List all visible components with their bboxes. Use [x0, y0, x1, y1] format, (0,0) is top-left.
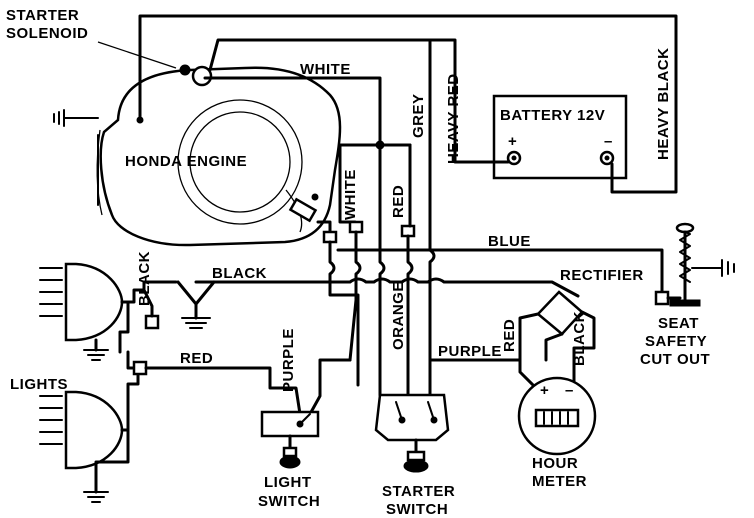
honda-engine: HONDA ENGINE: [96, 66, 342, 247]
hour-meter-label: HOUR METER: [532, 455, 587, 490]
starter-switch-label: STARTER SWITCH: [382, 483, 460, 518]
heavy-black-wire: HEAVY BLACK: [138, 14, 678, 194]
purple-right-label: PURPLE: [438, 343, 502, 360]
red-lamp-label: RED: [180, 350, 213, 367]
starter-solenoid: STARTER SOLENOID: [6, 7, 213, 87]
battery: BATTERY 12V + –: [492, 94, 628, 180]
grey-label: GREY: [410, 93, 427, 138]
upper-lamp: BLACK: [39, 251, 178, 361]
purple-left-wire: PURPLE: [280, 328, 352, 416]
grey-wire: GREY: [410, 38, 432, 252]
white-top-label: WHITE: [300, 61, 351, 78]
purple-left-label: PURPLE: [280, 328, 297, 392]
lights: LIGHTS BLACK: [10, 251, 178, 503]
purple-right-wire: PURPLE: [428, 343, 542, 394]
orange-label: ORANGE: [390, 281, 407, 350]
lights-label: LIGHTS: [10, 376, 68, 393]
hour-meter-minus-label: –: [565, 382, 574, 399]
engine-label: HONDA ENGINE: [125, 153, 247, 170]
red-engine-label: RED: [390, 185, 407, 218]
blue-label: BLUE: [488, 233, 531, 250]
center-ground: [176, 280, 216, 329]
white-top-wire: WHITE: [203, 61, 382, 142]
black-label: BLACK: [212, 265, 267, 282]
light-switch-label: LIGHT SWITCH: [258, 474, 320, 510]
engine-ground-left: [53, 109, 99, 127]
red-rectifier-label: RED: [501, 319, 518, 352]
battery-label: BATTERY 12V: [500, 107, 605, 124]
hour-meter-plus-label: +: [540, 382, 549, 399]
rectifier: RECTIFIER RED BLACK: [501, 267, 644, 384]
black-lamp-label: BLACK: [136, 251, 153, 306]
seat-safety-label: SEAT SAFETY CUT OUT: [640, 315, 712, 368]
heavy-black-label: HEAVY BLACK: [655, 48, 672, 160]
light-switch: LIGHT SWITCH: [258, 410, 320, 510]
seat-safety-cutout: SEAT SAFETY CUT OUT: [640, 222, 735, 368]
heavy-red-wire: HEAVY RED: [208, 38, 510, 164]
white-engine-label: WHITE: [342, 169, 359, 220]
lower-lamp: [39, 350, 148, 503]
starter-solenoid-label: STARTER SOLENOID: [6, 7, 88, 42]
hour-meter: + – HOUR METER: [517, 376, 597, 490]
battery-minus-label: –: [604, 133, 613, 150]
rectifier-label: RECTIFIER: [560, 267, 644, 284]
heavy-red-label: HEAVY RED: [445, 73, 462, 164]
black-rectifier-label: BLACK: [571, 311, 588, 366]
black-wire: BLACK: [194, 265, 580, 298]
starter-switch: STARTER SWITCH: [374, 393, 460, 518]
red-lamp-wire: RED: [144, 350, 302, 416]
battery-plus-label: +: [508, 133, 517, 150]
